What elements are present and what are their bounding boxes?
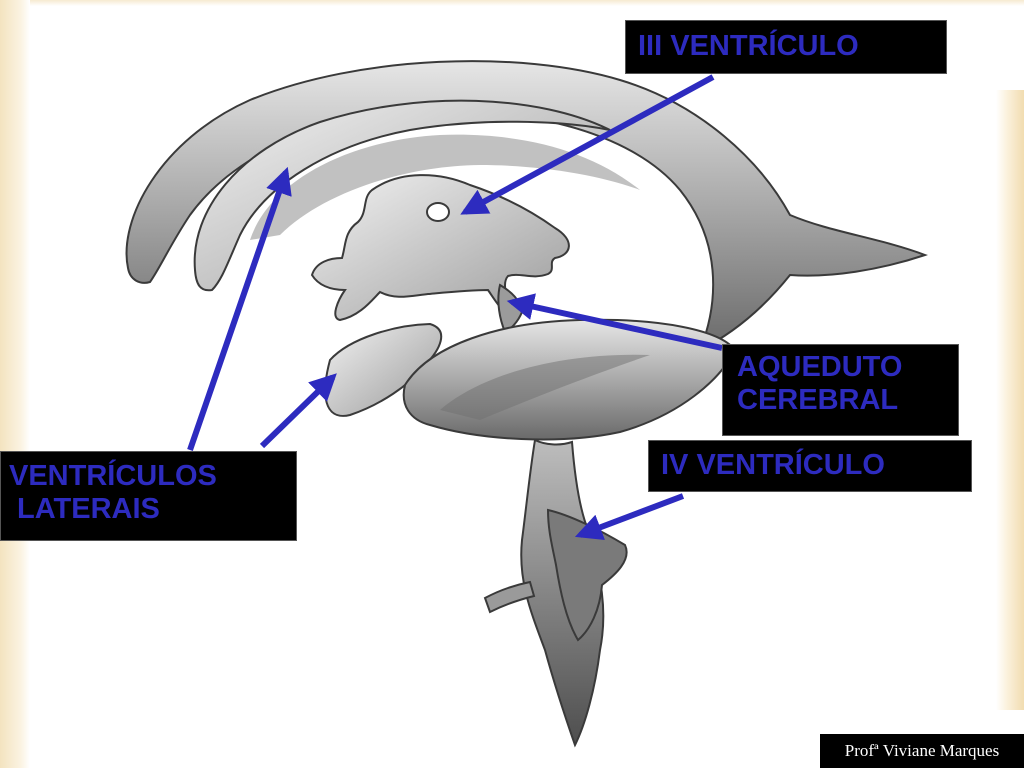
slide-top-edge (0, 0, 1024, 6)
lateral-ventricle-body (193, 99, 611, 292)
slide-left-edge (0, 0, 30, 768)
inferior-horn-texture (440, 354, 650, 420)
third-ventricle-label-text: III VENTRÍCULO (638, 30, 859, 62)
author-name: Profª Viviane Marques (844, 741, 1000, 760)
author-footer: Profª Viviane Marques (820, 734, 1024, 768)
third-ventricle (310, 174, 570, 322)
lateral-ventricles-label-line-1: VENTRÍCULOS (9, 460, 217, 492)
cerebral-aqueduct (497, 283, 524, 334)
fourth-ventricle-label-text: IV VENTRÍCULO (661, 449, 885, 481)
slide-right-decoration (996, 90, 1024, 710)
lateral-recess (483, 580, 536, 614)
lateral-ventricles-label: VENTRÍCULOS LATERAIS (0, 451, 297, 541)
arrow-cerebral-aqueduct (506, 293, 723, 351)
interthalamic-adhesion (426, 202, 450, 222)
cerebral-aqueduct-label-line-1: AQUEDUTO (737, 351, 903, 383)
cerebral-aqueduct-label: AQUEDUTO CEREBRAL (722, 344, 959, 436)
fourth-ventricle (546, 508, 628, 642)
arrow-fourth-ventricle (574, 493, 685, 540)
arrow-lateral-ventricle-body (187, 166, 292, 451)
fourth-ventricle-label: IV VENTRÍCULO (648, 440, 972, 492)
third-ventricle-label: III VENTRÍCULO (625, 20, 947, 74)
lateral-ventricle-inner-surface (250, 134, 640, 240)
arrow-lateral-ventricle-horn (259, 373, 337, 449)
lateral-ventricles-label-line-2: LATERAIS (9, 493, 160, 525)
cerebral-aqueduct-label-line-2: CEREBRAL (737, 384, 899, 416)
arrow-third-ventricle (460, 74, 715, 215)
